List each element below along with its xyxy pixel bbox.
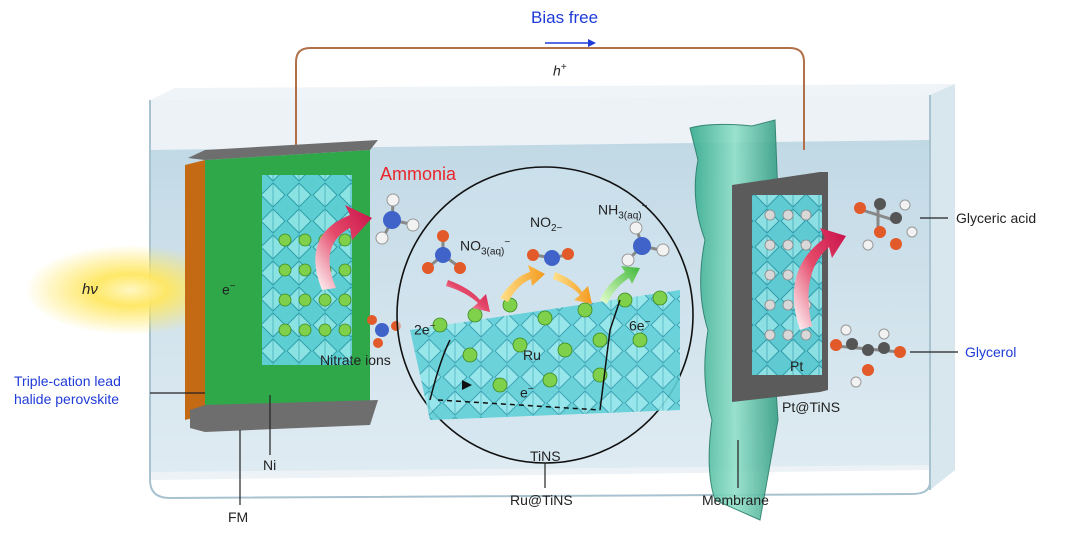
reaction-arrow-red [446, 280, 490, 312]
ammonia-molecule-left [375, 193, 420, 245]
ru-label: Ru [523, 347, 541, 363]
perovskite-label-line1: Triple-cation lead [14, 373, 121, 389]
photocathode-assembly [185, 140, 378, 432]
nitrate-molecule-center [422, 230, 466, 274]
reaction-arrow-orange-1 [500, 265, 545, 302]
magnified-view-circle [396, 166, 694, 464]
glycerol-molecule [830, 324, 906, 388]
anode-curved-arrow [793, 228, 846, 330]
reaction-arrow-green [600, 266, 640, 304]
six-electron-label: 6e− [629, 317, 651, 334]
ru-tins-label: Ru@TiNS [510, 492, 573, 508]
light-source-glow [25, 245, 235, 335]
pt-tins-label: Pt@TiNS [782, 399, 841, 415]
bias-free-label: Bias free [531, 8, 599, 27]
photon-label: hν [82, 281, 98, 298]
tins-label: TiNS [530, 448, 561, 464]
perovskite-label-line2: halide perovskite [14, 391, 120, 407]
nitrate-formula: NO3(aq)− [460, 237, 511, 258]
nitrite-molecule [527, 248, 574, 266]
two-electron-label: 2e− [414, 321, 436, 338]
pt-label: Pt [790, 358, 804, 374]
glyceric-acid-label: Glyceric acid [956, 210, 1037, 226]
cathode-curved-arrow [315, 205, 372, 290]
fm-label: FM [228, 509, 249, 525]
ammonia-formula: NH3(aq)− [598, 201, 648, 222]
anode-assembly [732, 172, 828, 402]
ammonia-molecule-center [621, 221, 670, 267]
glycerol-label: Glycerol [965, 344, 1017, 360]
electron-label-cathode: e− [222, 281, 236, 298]
external-wire [295, 47, 805, 150]
ni-label: Ni [263, 457, 277, 473]
h-plus-label: h+ [553, 62, 567, 79]
nitrite-formula: NO2− [530, 214, 563, 234]
reaction-arrow-orange-2 [553, 272, 592, 304]
electron-label-bottom: e− [520, 384, 534, 401]
cathode-spheres [278, 233, 352, 337]
membrane-label: Membrane [702, 492, 769, 508]
nitrate-ions-label: Nitrate ions [320, 352, 391, 368]
ammonia-label: Ammonia [380, 164, 457, 184]
glyceric-acid-molecule [854, 198, 918, 251]
